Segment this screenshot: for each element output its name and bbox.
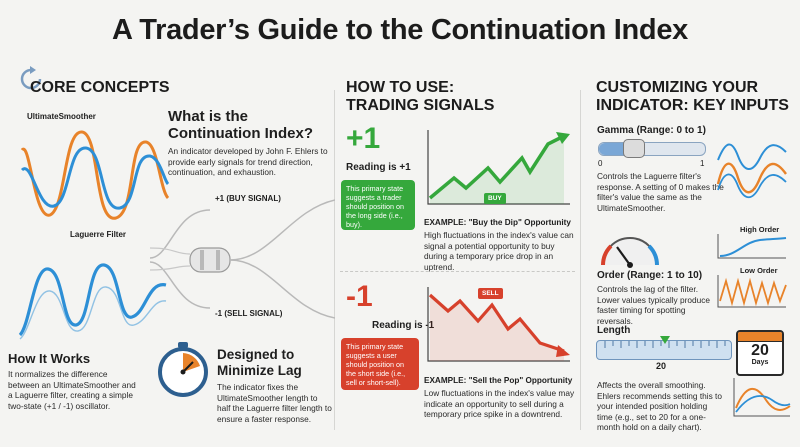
column-divider-left (334, 90, 335, 430)
length-smoothing-chart (732, 378, 792, 418)
signals-heading-line2: TRADING SIGNALS (346, 97, 495, 114)
ultimate-smoother-wave (20, 130, 170, 220)
order-title: Order (Range: 1 to 10) (597, 270, 703, 281)
buy-example-description: High fluctuations in the index's value c… (424, 230, 574, 272)
column-divider-right (580, 90, 581, 430)
sell-example-description: Low fluctuations in the index's value ma… (424, 388, 575, 419)
sell-badge: SELL (478, 288, 503, 299)
low-order-label: Low Order (740, 266, 778, 275)
length-value: 20 (656, 361, 667, 371)
ultimate-smoother-label: UltimateSmoother (27, 112, 96, 121)
signals-heading-line1: HOW TO USE: (346, 79, 455, 96)
calendar-number: 20 (751, 342, 769, 359)
custom-heading-line2: INDICATOR: KEY INPUTS (596, 97, 789, 114)
sell-chart (424, 285, 572, 365)
buy-badge: BUY (484, 193, 506, 204)
length-marker[interactable] (660, 336, 670, 344)
gamma-min: 0 (598, 159, 603, 168)
core-concepts-heading: CORE CONCEPTS (30, 79, 170, 96)
calendar-unit: Days (751, 359, 769, 366)
gamma-slider-thumb[interactable] (623, 139, 645, 158)
sell-reading: Reading is -1 (372, 320, 435, 331)
custom-heading-line1: CUSTOMIZING YOUR (596, 79, 759, 96)
calendar-icon: 20 Days (736, 330, 784, 376)
sell-callout: This primary state suggests a user shoul… (341, 338, 419, 390)
how-it-works-description: It normalizes the difference between an … (8, 369, 136, 411)
minimize-lag-title-line1: Designed to (217, 347, 295, 362)
gamma-description: Controls the Laguerre filter's response.… (597, 171, 724, 213)
signals-separator (340, 271, 575, 272)
what-is-title-line2: Continuation Index? (168, 125, 313, 142)
gamma-max: 1 (700, 159, 705, 168)
what-is-description: An indicator developed by John F. Ehlers… (168, 146, 328, 177)
laguerre-filter-wave (20, 146, 170, 210)
refresh-icon (18, 66, 44, 92)
buy-callout: This primary state suggests a trader sho… (341, 180, 415, 230)
sell-value: -1 (346, 280, 373, 313)
buy-reading: Reading is +1 (346, 162, 411, 173)
signal-wires (150, 190, 335, 320)
length-title: Length (597, 325, 631, 336)
buy-value: +1 (346, 122, 381, 155)
order-gauge-icon (597, 225, 663, 269)
calendar-header (738, 332, 782, 342)
buy-chart (424, 128, 572, 208)
sell-signal-label: -1 (SELL SIGNAL) (215, 309, 283, 318)
high-order-label: High Order (740, 225, 780, 234)
gamma-title: Gamma (Range: 0 to 1) (597, 125, 706, 136)
how-it-works-waves (18, 255, 168, 345)
minimize-lag-description: The indicator fixes the UltimateSmoother… (217, 382, 332, 424)
high-order-chart (716, 234, 788, 260)
laguerre-filter-label: Laguerre Filter (70, 230, 127, 239)
gamma-wave-chart (716, 130, 788, 210)
order-description: Controls the lag of the filter. Lower va… (597, 284, 710, 326)
gamma-slider-track[interactable] (598, 142, 706, 156)
low-order-chart (716, 275, 788, 309)
page-title: A Trader’s Guide to the Continuation Ind… (111, 14, 689, 46)
buy-example-title: EXAMPLE: "Buy the Dip" Opportunity (424, 218, 571, 227)
buy-signal-label: +1 (BUY SIGNAL) (215, 194, 281, 203)
how-it-works-title: How It Works (8, 351, 91, 366)
length-ruler[interactable] (596, 340, 732, 360)
minimize-lag-title-line2: Minimize Lag (217, 363, 302, 378)
sell-example-title: EXAMPLE: "Sell the Pop" Opportunity (424, 376, 573, 385)
gamma-slider-fill (599, 143, 631, 155)
stopwatch-icon (155, 340, 211, 398)
smoother-filter-waves (20, 120, 170, 230)
length-description: Affects the overall smoothing. Ehlers re… (597, 380, 722, 432)
what-is-title-line1: What is the (168, 108, 249, 125)
